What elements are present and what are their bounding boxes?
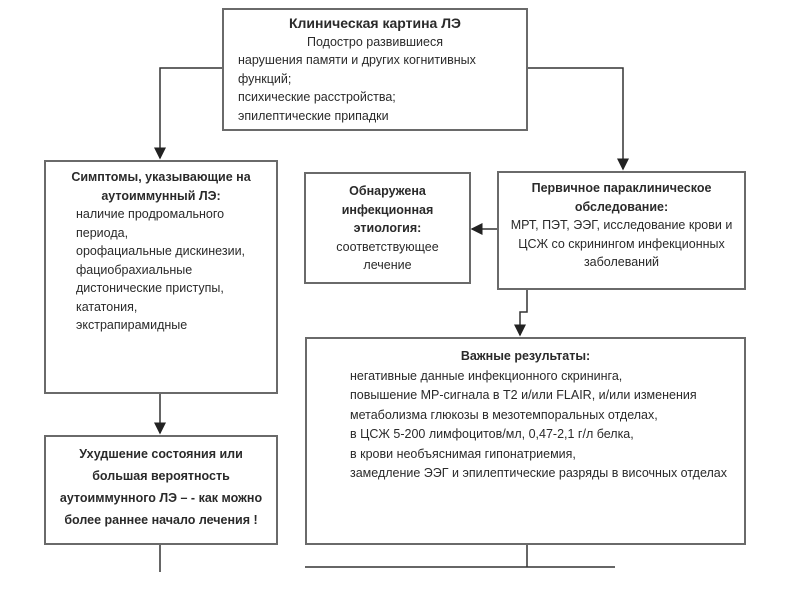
primary-exam-title: Первичное параклиническое обследование: [531,181,712,214]
symptom-item: экстрапирамидные [76,318,188,332]
important-results-title: Важные результаты: [460,349,591,363]
clinical-picture-box: Клиническая картина ЛЭ Подостро развивши… [222,8,528,131]
infection-found-text: соответствующее лечение [336,239,439,273]
deterioration-text: Ухудшение состояния или большая вероятно… [59,447,263,527]
symptom-item: орофациальные дискинезии, [76,244,246,258]
clinical-item: психические расстройства; [238,90,396,104]
arrow-to-results [514,290,528,337]
symptom-item: фациобрахиальные дистонические приступы, [76,262,224,296]
symptom-item: кататония, [76,299,138,314]
infection-found-title: Обнаружена инфекционная этиология: [341,184,434,235]
result-item: в ЦСЖ 5-200 лимфоцитов/мл, 0,47-2,1 г/л … [350,427,634,441]
arrow-to-primary-exam [528,67,629,171]
result-item: замедление ЭЭГ и эпилептические разряды … [350,466,727,480]
clinical-item: эпилептические припадки [238,108,389,123]
result-item: повышение МР-сигнала в Т2 и/или FLAIR, и… [350,388,697,422]
symptom-item: наличие продромального периода, [76,207,225,240]
result-item: в крови необъяснимая гипонатриемия, [350,446,576,461]
deterioration-box: Ухудшение состояния или большая вероятно… [44,435,278,545]
clinical-item: нарушения памяти и других когнитивных фу… [238,53,476,86]
autoimmune-symptoms-box: Симптомы, указывающие на аутоиммунный ЛЭ… [44,160,278,394]
arrow-to-symptoms [154,67,222,160]
infection-found-box: Обнаружена инфекционная этиология: соотв… [304,172,471,284]
autoimmune-symptoms-title: Симптомы, указывающие на аутоиммунный ЛЭ… [71,170,251,203]
primary-exam-text: МРТ, ПЭТ, ЭЭГ, исследование крови и ЦСЖ … [510,218,733,269]
result-item: негативные данные инфекционного скрининг… [350,368,623,383]
clinical-picture-title: Клиническая картина ЛЭ [288,15,461,31]
clinical-picture-subtitle: Подостро развившиеся [307,34,443,49]
important-results-box: Важные результаты: негативные данные инф… [305,337,746,545]
primary-exam-box: Первичное параклиническое обследование: … [497,171,746,290]
